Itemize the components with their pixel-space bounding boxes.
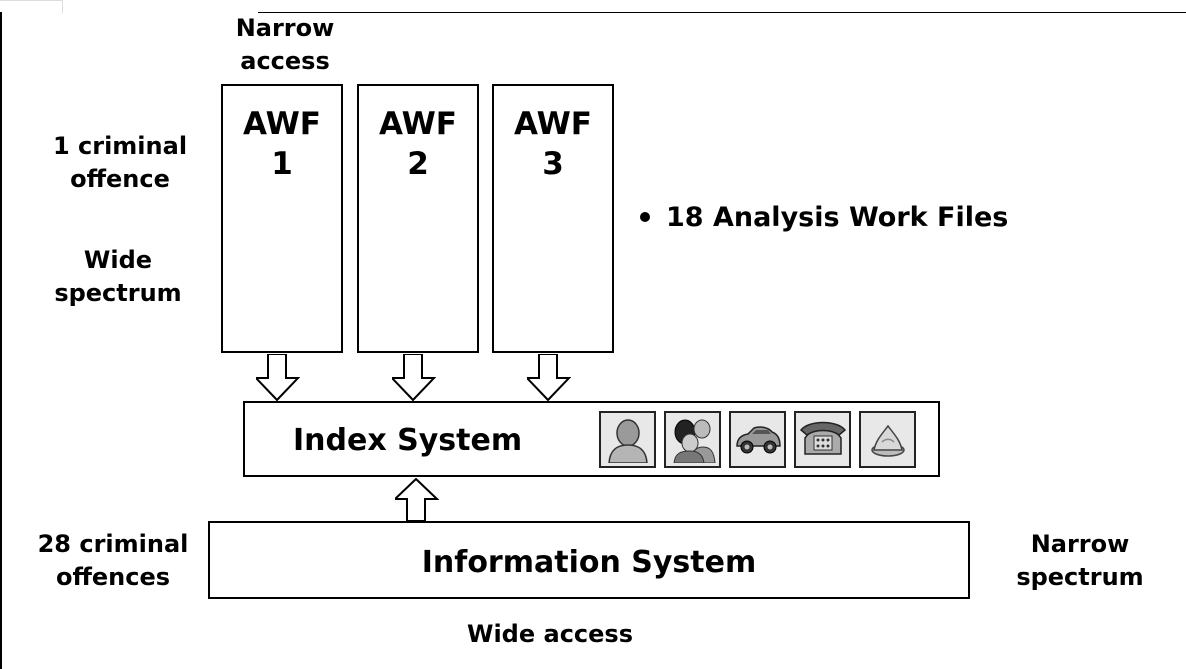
awf-number-1: 1 — [271, 146, 293, 182]
awf-number-2: 2 — [407, 146, 429, 182]
bullet-text: 18 Analysis Work Files — [666, 202, 1009, 233]
awf-name-2: AWF — [379, 106, 457, 142]
down-arrow-icon-3 — [527, 354, 571, 402]
substance-icon — [859, 411, 916, 468]
index-system-title: Index System — [293, 423, 523, 458]
wide-spectrum-line2: spectrum — [54, 279, 182, 307]
awf-title-2: AWF 2 — [359, 104, 477, 184]
narrow-access-label: Narrow access — [224, 12, 346, 78]
narrow-spectrum-label: Narrow spectrum — [1000, 528, 1160, 594]
person-icon — [599, 411, 656, 468]
awf-title-3: AWF 3 — [494, 104, 612, 184]
information-system-title: Information System — [421, 545, 757, 580]
awf-number-3: 3 — [542, 146, 564, 182]
entity-icon-row — [599, 411, 924, 468]
group-icon — [664, 411, 721, 468]
frame-left-border — [0, 12, 2, 669]
one-criminal-offence-label: 1 criminal offence — [22, 130, 218, 196]
index-system-box: Index System — [243, 401, 940, 477]
awf-name-3: AWF — [514, 106, 592, 142]
bullet-analysis-work-files: 18 Analysis Work Files — [640, 200, 1008, 236]
information-system-box: Information System — [208, 521, 970, 599]
up-arrow-icon — [395, 478, 439, 522]
narrow-access-line1: Narrow — [235, 14, 335, 42]
bullet-dot-icon — [640, 211, 650, 222]
car-icon — [729, 411, 786, 468]
awf-box-2: AWF 2 — [357, 84, 479, 353]
awf-box-1: AWF 1 — [221, 84, 343, 353]
one-offence-line1: 1 criminal — [52, 132, 188, 160]
narrow-spectrum-line2: spectrum — [1016, 563, 1144, 591]
twentyeight-offences-line2: offences — [55, 563, 171, 591]
awf-title-1: AWF 1 — [223, 104, 341, 184]
wide-spectrum-label: Wide spectrum — [10, 244, 226, 310]
window-tab-edge — [0, 0, 63, 13]
wide-spectrum-line1: Wide — [83, 246, 153, 274]
down-arrow-icon-2 — [392, 354, 436, 402]
twentyeight-offences-line1: 28 criminal — [37, 530, 189, 558]
awf-box-3: AWF 3 — [492, 84, 614, 353]
frame-top-border — [258, 12, 1186, 13]
wide-access-label: Wide access — [466, 620, 633, 648]
telephone-icon — [794, 411, 851, 468]
twentyeight-criminal-offences-label: 28 criminal offences — [18, 528, 208, 594]
down-arrow-icon-1 — [256, 354, 300, 402]
narrow-spectrum-line1: Narrow — [1030, 530, 1130, 558]
awf-name-1: AWF — [243, 106, 321, 142]
one-offence-line2: offence — [70, 165, 170, 193]
narrow-access-line2: access — [240, 47, 330, 75]
